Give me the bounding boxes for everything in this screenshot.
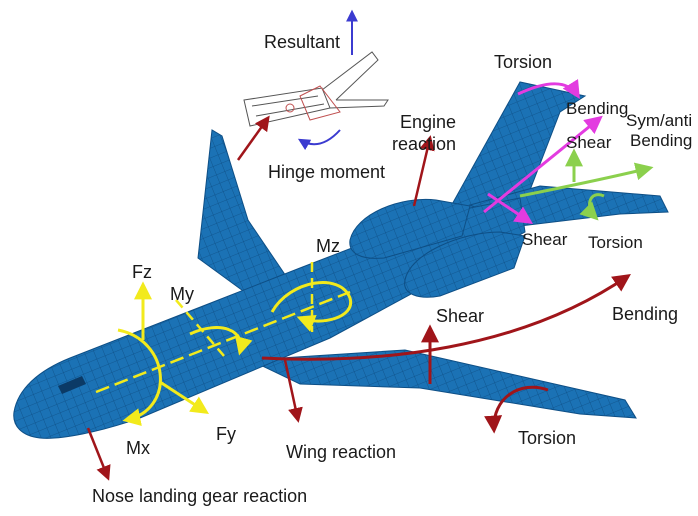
tail-bending-label: Bending <box>566 99 628 118</box>
engine-reaction-label: reaction <box>392 134 456 154</box>
htail-torsion-label: Torsion <box>588 233 643 252</box>
nose-gear-arrow <box>88 428 108 478</box>
resultant-label: Resultant <box>264 32 340 52</box>
tail-shear-label: Shear <box>566 133 612 152</box>
mz-label: Mz <box>316 236 340 256</box>
flap-mechanism-icon <box>244 52 388 126</box>
engine-label: Engine <box>400 112 456 132</box>
wing-reaction-label: Wing reaction <box>286 442 396 462</box>
tail-torsion-label: Torsion <box>494 52 552 72</box>
wing-torsion-label: Torsion <box>518 428 576 448</box>
hinge-moment-label: Hinge moment <box>268 162 385 182</box>
sym-anti-bending-label: Bending <box>630 131 692 150</box>
tail-shear-lower-label: Shear <box>522 230 568 249</box>
sym-anti-label: Sym/anti <box>626 111 692 130</box>
nose-gear-label: Nose landing gear reaction <box>92 486 307 506</box>
my-label: My <box>170 284 194 304</box>
hinge-pointer-arrow <box>238 118 268 160</box>
fy-label: Fy <box>216 424 236 444</box>
wing-bending-label: Bending <box>612 304 678 324</box>
mx-label: Mx <box>126 438 150 458</box>
wing-shear-label: Shear <box>436 306 484 326</box>
hinge-moment-arrow <box>300 130 340 144</box>
fz-label: Fz <box>132 262 152 282</box>
